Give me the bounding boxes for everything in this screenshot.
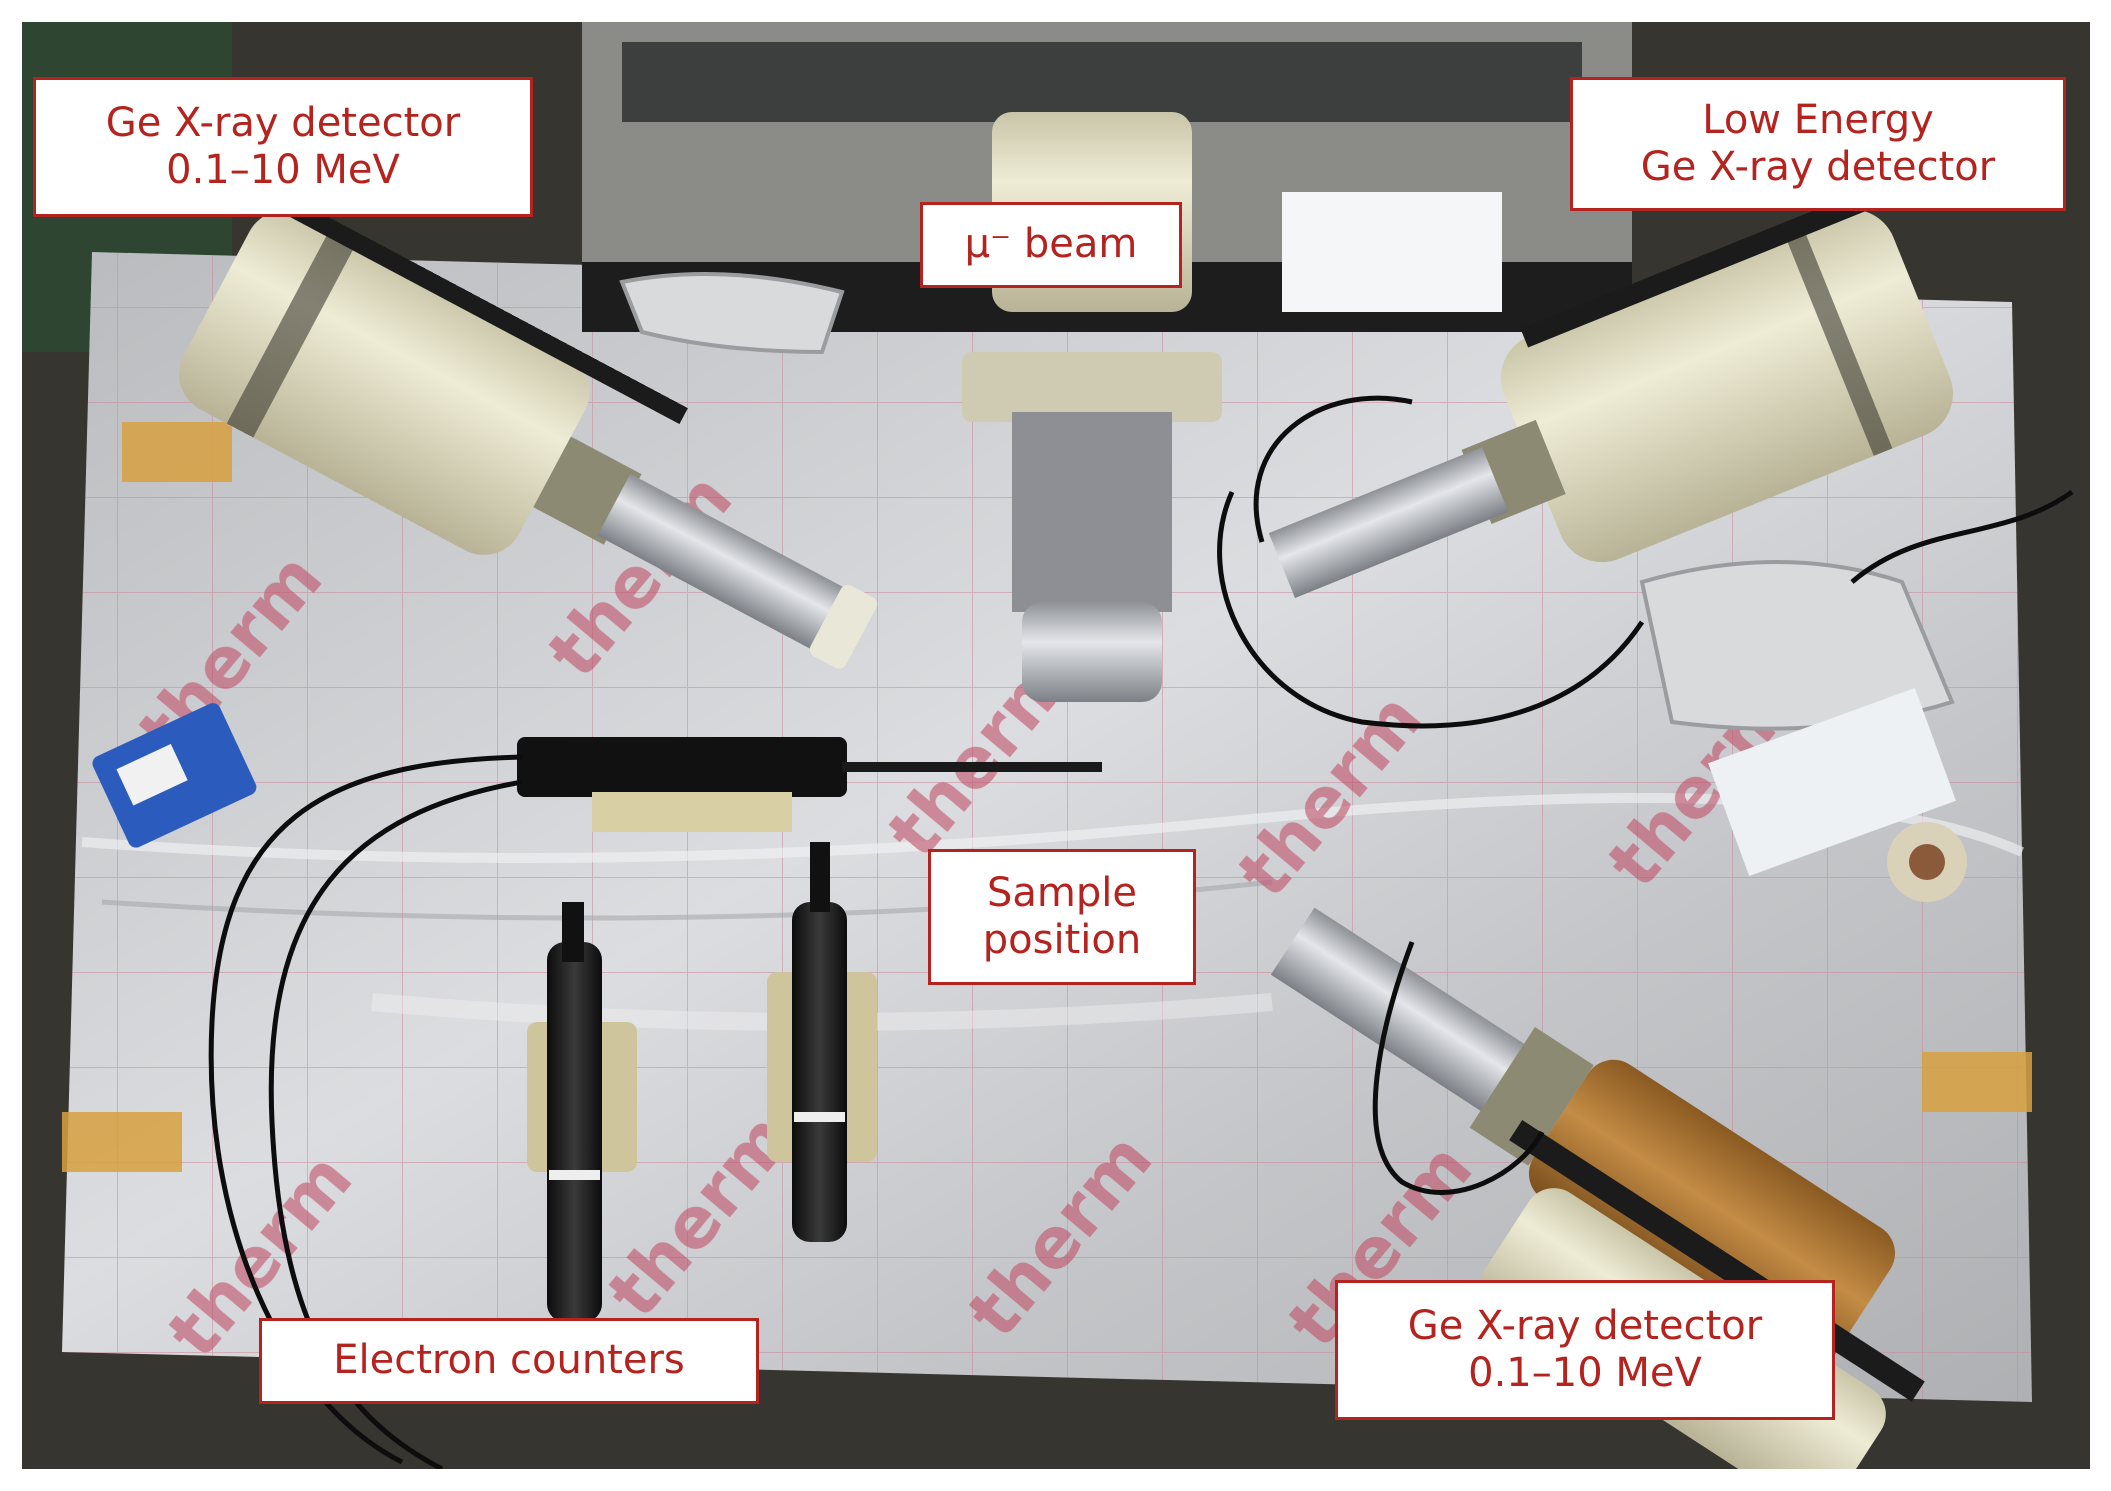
foil-wrap [619,272,845,355]
label-low-energy-detector: Low Energy Ge X-ray detector [1570,77,2066,211]
battery-box [92,703,257,848]
sample-holder-rod [842,762,1102,772]
label-electron-counters: Electron counters [259,1318,759,1404]
label-line: μ⁻ beam [964,221,1138,268]
bar-support [592,792,792,832]
white-block [1708,687,1956,877]
label-line: Low Energy [1702,96,1934,143]
label-line: 0.1–10 MeV [1468,1350,1702,1396]
label-line: Ge X-ray detector [1407,1302,1763,1349]
label-line: Electron counters [333,1337,685,1384]
label-line: Ge X-ray detector [1640,144,1996,190]
scintillator-bar [517,737,847,797]
label-muon-beam: μ⁻ beam [920,202,1182,288]
label-ge-detector-top-left: Ge X-ray detector 0.1–10 MeV [33,77,533,217]
label-line: Ge X-ray detector [105,99,461,146]
electron-counter-right [767,842,877,1242]
foil-wrap [1639,560,1955,731]
electron-counter-left [527,902,637,1322]
label-ge-detector-bottom-right: Ge X-ray detector 0.1–10 MeV [1335,1280,1835,1420]
label-sample-position: Sample position [928,849,1196,985]
ge-detector-low-energy [1268,171,1953,599]
label-line: Sample [987,869,1137,916]
label-line: position [982,917,1142,963]
experiment-photo: therm therm therm therm therm therm ther… [22,22,2090,1469]
ge-detector-top-left [179,173,878,669]
label-line: 0.1–10 MeV [166,147,400,193]
